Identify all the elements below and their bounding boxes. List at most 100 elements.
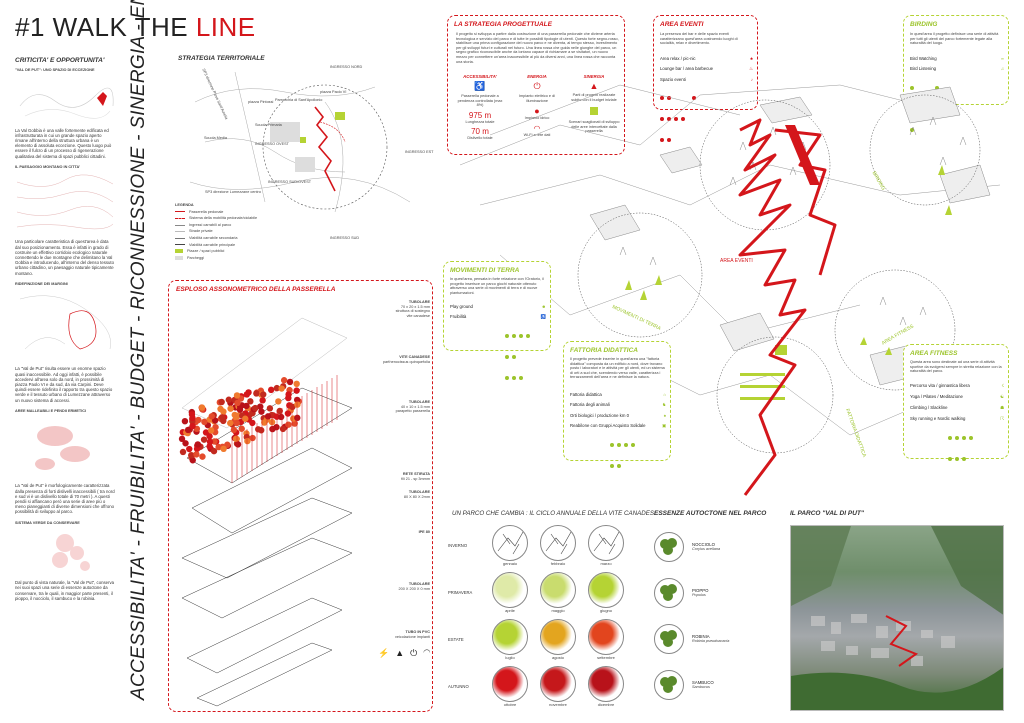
essenza-name: NOCCIOLO <box>692 542 715 548</box>
esploso-box <box>168 280 433 712</box>
fitness-box: AREA FITNESS Questa area sono destinate … <box>903 344 1009 461</box>
keyword: ENERGIA - <box>128 0 149 18</box>
map-label: piazza Paolo VI <box>320 90 347 94</box>
yoga-icon: ☯ <box>1000 394 1004 399</box>
leaf-mark <box>198 404 206 411</box>
music-icon: ♪ <box>750 77 753 82</box>
essenza-latin: Sambucus <box>692 685 710 690</box>
month-label: aprile <box>505 608 515 613</box>
paragraph: Questa area sono destinate ad una serie … <box>910 360 1002 374</box>
leaf-mark <box>230 426 238 434</box>
list-item: Bird Watching <box>910 56 937 61</box>
paragraph: Il progetto prevede inserire in quest'ar… <box>570 357 665 380</box>
tree-icon <box>654 578 684 608</box>
month-label: luglio <box>505 655 515 660</box>
list-item: Reabilone con Gruppi Acquisto Solidale <box>570 423 646 428</box>
map-sketch-5 <box>52 534 90 572</box>
season-label: ESTATE <box>448 637 464 642</box>
legend-item: Ingressi carrabili al parco <box>175 223 285 228</box>
water-label: Impianto idrico <box>524 116 550 121</box>
leaf-mark <box>234 399 241 407</box>
bar-icon: ♨ <box>749 66 753 71</box>
leaf-mark <box>184 426 192 434</box>
exploded-axonometry <box>178 317 353 707</box>
leaf-mark <box>206 438 214 445</box>
leaf-mark <box>218 414 226 421</box>
leaf-mark <box>285 391 292 398</box>
month-label: maggio <box>551 608 565 613</box>
vine-circle <box>588 525 624 561</box>
month-label: settembre <box>597 655 615 660</box>
criticita-heading: CRITICITA' E OPPORTUNITA' <box>15 57 105 64</box>
leaf-mark <box>218 398 225 406</box>
vine-circle <box>540 525 576 561</box>
legend-label: Piazze / spazi pubblici <box>187 249 225 254</box>
month-label: novembre <box>549 702 567 707</box>
basket-icon: ▣ <box>661 423 666 428</box>
leaf-mark <box>208 413 215 420</box>
legend-label: Passerella pedonale <box>189 209 224 214</box>
map-label: INGRESSO SUD/OVEST <box>268 180 312 184</box>
legend-swatch <box>175 237 185 239</box>
leaf-mark <box>260 391 267 398</box>
leaf-mark <box>286 378 294 386</box>
height-label: Dislivello totale <box>467 136 493 141</box>
month-cell: agosto <box>534 619 582 660</box>
wifi-icon: ◠ <box>533 123 541 133</box>
paragraph: In quest'area, pensata in forte relazion… <box>450 277 544 295</box>
vertical-keywords: ACCESSIBILITA' - FRUIBILITA' - BUDGET - … <box>128 0 150 700</box>
leaf-mark <box>212 423 219 431</box>
sub-heading: AREE MALLEABILI E PENDII ERMETICI <box>15 408 87 413</box>
essenza-name: PIOPPO <box>692 588 709 594</box>
birding-heading: BIRDING <box>910 21 938 28</box>
paragraph: La "Val de Put" risulta essere un enorme… <box>15 366 113 403</box>
vine-circle <box>540 619 576 655</box>
leaf-mark <box>293 380 300 388</box>
list-item: Orti biologici / produzione km 0 <box>570 413 629 418</box>
leaf-mark <box>266 405 274 412</box>
essenza-latin: Corylus avellana <box>692 547 721 552</box>
leaf-mark <box>206 443 213 450</box>
leaf-mark <box>249 419 256 427</box>
season-row: ESTATE luglio agosto settembre <box>448 616 638 663</box>
leaf-mark <box>206 433 213 440</box>
list-item: Fattoria degli animali <box>570 402 610 407</box>
legend-label: Viabilità carrabile principale <box>189 242 236 247</box>
tree-icon <box>654 624 684 654</box>
leaf-mark <box>207 427 215 434</box>
map-label: INGRESSO NORD <box>330 65 363 69</box>
list-item: Fruibilità <box>450 314 467 319</box>
legend-label: Sistema della mobilità pedonale/ciclabil… <box>189 216 258 221</box>
list-item: Fattoria didattica <box>570 392 602 397</box>
territorial-map <box>189 71 411 213</box>
leaf-mark <box>211 417 219 424</box>
farm-icon: ⌂ <box>663 392 666 397</box>
leaf-mark <box>238 425 245 432</box>
walk-icon: ☈ <box>1000 416 1004 421</box>
month-cell: febbraio <box>534 525 582 566</box>
leaf-mark <box>267 386 275 394</box>
climb-icon: ☗ <box>1000 405 1004 410</box>
paragraph: La Val Gobbia è una valle fortemente edi… <box>15 127 112 159</box>
map-label: INGRESSO EST <box>405 150 434 154</box>
vine-circle <box>492 619 528 655</box>
legend-label: Ingressi carrabili al parco <box>189 222 232 227</box>
col-title: ACCESSIBILITA' <box>463 74 497 79</box>
vine-circle <box>540 666 576 702</box>
leaf-mark <box>255 426 262 433</box>
leaf-mark <box>199 453 206 460</box>
legend-swatch <box>175 224 185 226</box>
list-item: Area relax / pic-nic <box>660 56 696 61</box>
map-label: Scuola Media <box>204 136 228 140</box>
leaf-mark <box>220 445 227 453</box>
leaf-mark <box>243 402 250 410</box>
month-label: ottobre <box>503 702 517 707</box>
legend-swatch <box>175 249 183 254</box>
leaf-mark <box>201 418 208 426</box>
tree-icon <box>654 670 684 700</box>
leaf-mark <box>231 411 238 419</box>
map-label: SP3 direzione Lumezzane centro <box>205 190 261 194</box>
